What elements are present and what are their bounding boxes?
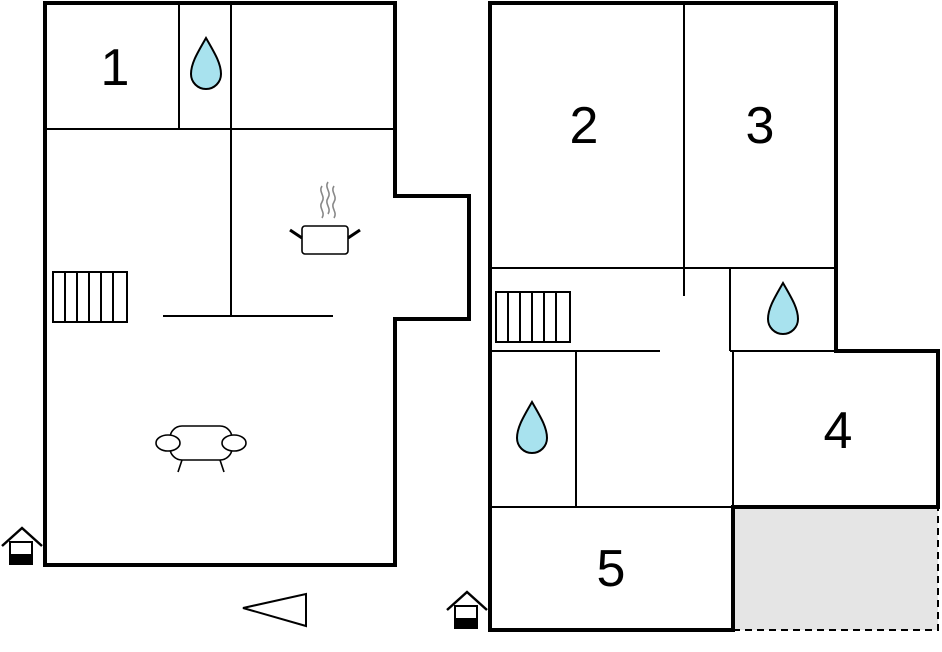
water-drop-icon (515, 399, 549, 454)
upper-floor-outer-wall (488, 1, 940, 632)
stairs-icon (52, 271, 128, 323)
terrace-outline (733, 507, 939, 631)
room-number-5: 5 (597, 540, 626, 598)
water-drop-icon (766, 280, 800, 335)
cooking-pot-icon (289, 181, 361, 255)
orientation-triangle-icon (242, 592, 307, 628)
room-number-2: 2 (570, 97, 599, 155)
ground-floor-outer-wall (43, 1, 471, 567)
ground-floor: 1 (43, 1, 471, 567)
room-number-1: 1 (101, 39, 130, 97)
room-number-4: 4 (824, 402, 853, 460)
upper-floor: 2 3 4 5 (488, 1, 940, 632)
sofa-icon (155, 425, 247, 473)
stairs-icon (495, 291, 571, 343)
water-drop-icon (189, 35, 223, 90)
room-number-3: 3 (746, 97, 775, 155)
terrace-area (733, 507, 938, 630)
entrance-house-icon (1, 526, 43, 565)
entrance-house-icon (446, 590, 488, 629)
